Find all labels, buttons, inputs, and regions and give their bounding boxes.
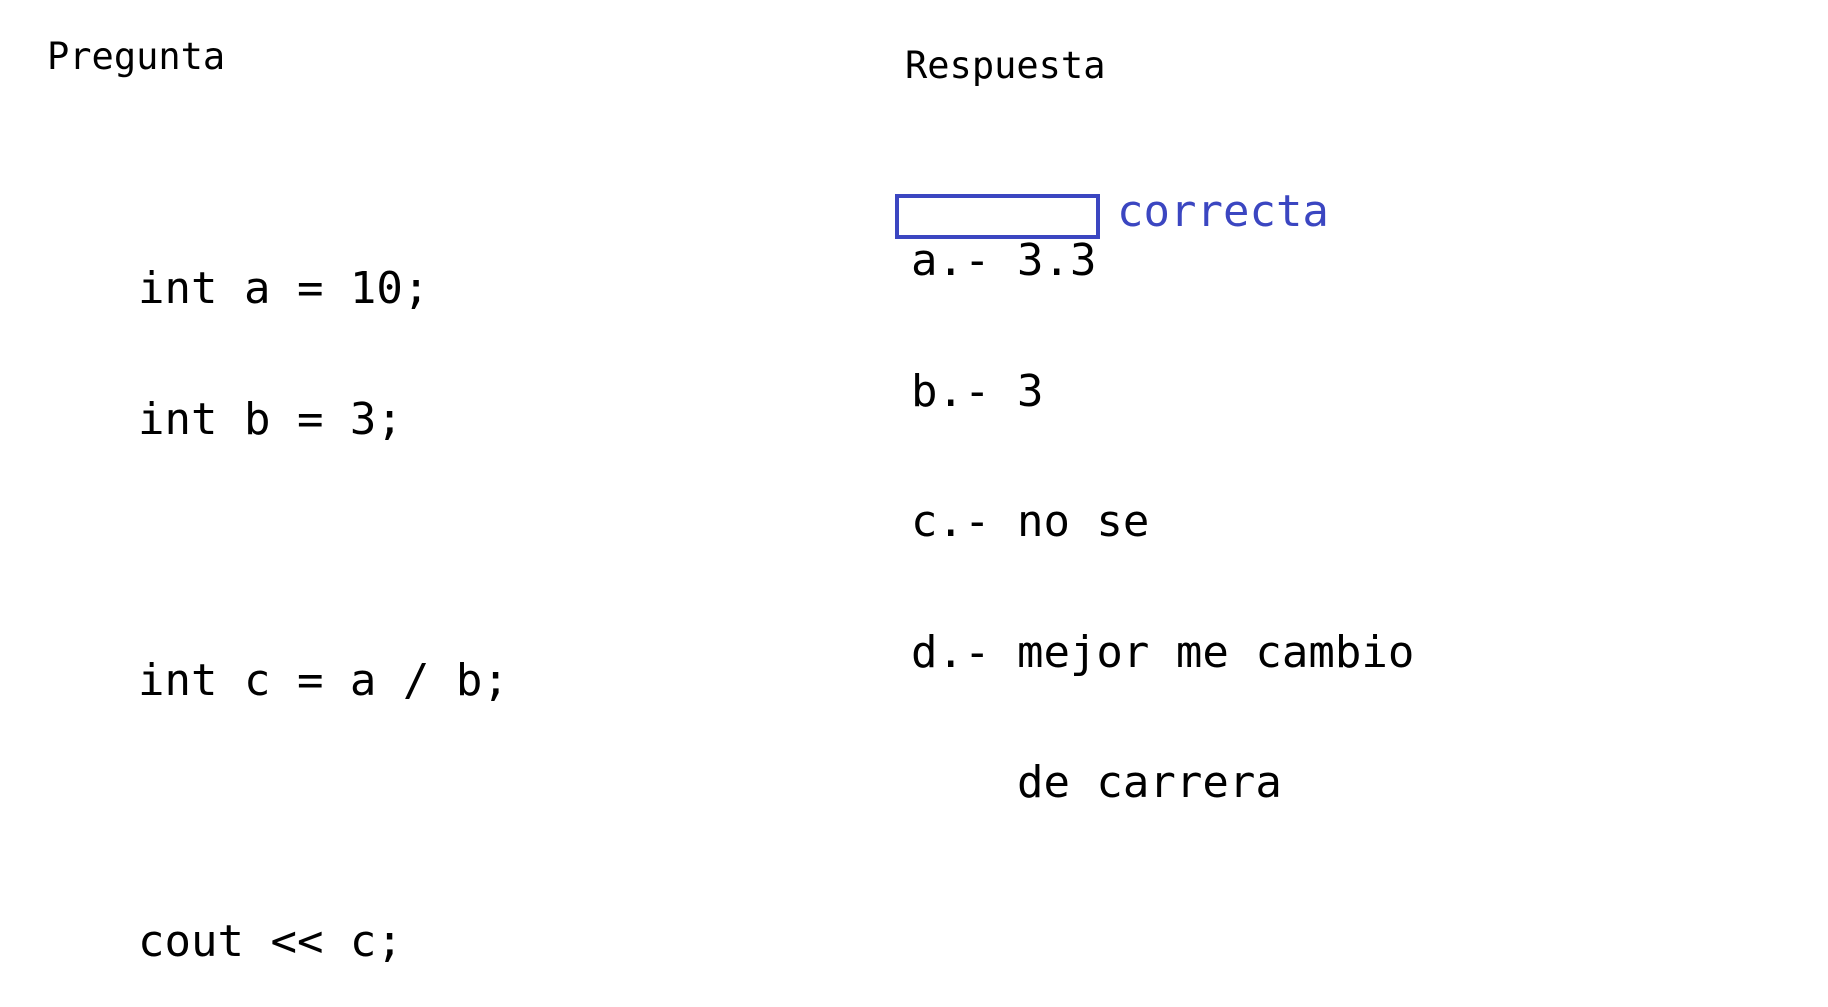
correct-answer-label: correcta: [1117, 186, 1329, 237]
answer-heading: Respuesta: [905, 44, 1106, 87]
code-line: int a = 10;: [138, 263, 430, 314]
code-line: int c = a / b;: [138, 654, 509, 706]
code-line-blank: [138, 528, 509, 572]
answer-option-d-continued: de carrera: [911, 757, 1282, 808]
question-heading: Pregunta: [47, 35, 226, 78]
code-snippet: int a = 10; int b = 3; int c = a / b; co…: [138, 180, 509, 1007]
answer-options: a.- 3.3 b.- 3 c.- no se d.- mejor me cam…: [911, 152, 1414, 848]
code-line: int b = 3;: [138, 393, 403, 445]
answer-option-b: b.- 3: [911, 365, 1044, 417]
correct-answer-highlight: [895, 194, 1100, 239]
answer-option-d: d.- mejor me cambio: [911, 626, 1415, 678]
answer-option-c: c.- no se: [911, 496, 1150, 547]
code-line: cout << c;: [138, 915, 403, 967]
code-line-blank: [138, 789, 509, 833]
answer-option-a: a.- 3.3: [911, 235, 1097, 286]
